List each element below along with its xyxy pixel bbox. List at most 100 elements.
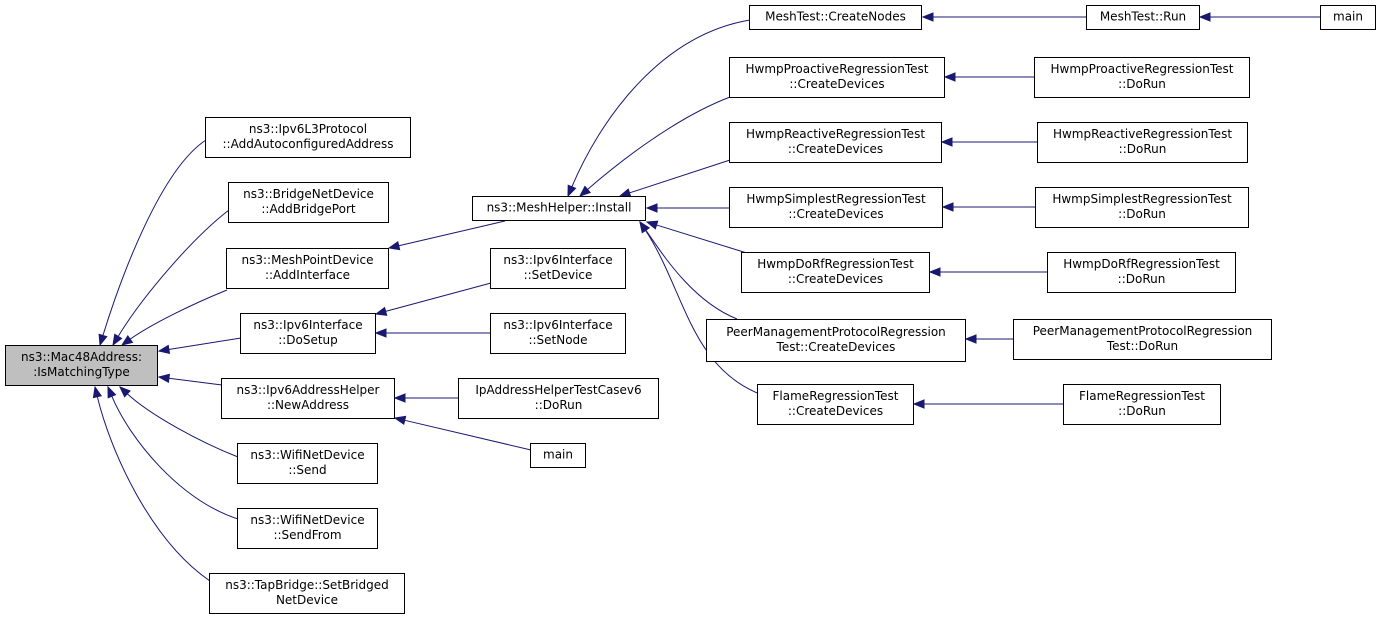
arrowhead-icon — [112, 333, 123, 347]
edge-hwmpreactive-to-meshinstall — [618, 159, 731, 198]
node-peermgmtrun[interactable]: PeerManagementProtocolRegressionTest::Do… — [1013, 319, 1272, 360]
node-label: ::CreateDevices — [789, 77, 884, 91]
edge-ipv6dosetup-to-ismatch — [157, 337, 242, 355]
node-label: Test::CreateDevices — [776, 340, 896, 354]
node-ipv6dosetup[interactable]: ns3::Ipv6Interface::DoSetup — [240, 313, 376, 354]
node-wifisend[interactable]: ns3::WifiNetDevice::Send — [237, 443, 378, 484]
node-ipv6setdevice[interactable]: ns3::Ipv6Interface::SetDevice — [490, 248, 626, 289]
edge-line — [571, 19, 751, 188]
node-peermgmt[interactable]: PeerManagementProtocolRegressionTest::Cr… — [706, 319, 966, 362]
node-hwmpsimplestrun[interactable]: HwmpSimplestRegressionTest::DoRun — [1035, 187, 1249, 228]
node-label: Test::DoRun — [1106, 339, 1178, 353]
node-label: HwmpSimplestRegressionTest — [746, 192, 926, 206]
arrowhead-icon — [567, 184, 577, 198]
node-label: ::DoSetup — [278, 333, 338, 347]
node-meshcreatenodes[interactable]: MeshTest::CreateNodes — [749, 5, 922, 30]
node-hwmpproactive[interactable]: HwmpProactiveRegressionTest::CreateDevic… — [729, 57, 945, 98]
node-label: ::AddAutoconfiguredAddress — [223, 137, 394, 151]
node-hwmpsimplest[interactable]: HwmpSimplestRegressionTest::CreateDevice… — [729, 187, 943, 228]
edge-tapbridge-to-ismatch — [92, 385, 211, 582]
edge-line — [384, 282, 492, 313]
node-label: ::AddInterface — [265, 268, 350, 282]
node-hwmpdorfrun[interactable]: HwmpDoRfRegressionTest::DoRun — [1047, 252, 1236, 293]
node-main1[interactable]: main — [530, 443, 586, 468]
node-label: ns3::MeshPointDevice — [241, 253, 373, 267]
arrowhead-icon — [119, 386, 131, 398]
node-ipv6setnode[interactable]: ns3::Ipv6Interface::SetNode — [490, 313, 626, 354]
edge-meshinstall-to-meshpoint — [387, 220, 506, 251]
node-label: ns3::Ipv6Interface — [253, 318, 362, 332]
node-label: ::CreateDevices — [788, 272, 883, 286]
edge-line — [102, 139, 207, 337]
edge-main2-to-meshrun — [1198, 12, 1321, 22]
edge-line — [117, 209, 230, 338]
arrowhead-icon — [912, 399, 925, 409]
arrowhead-icon — [107, 385, 117, 399]
node-box — [1086, 5, 1200, 30]
node-meshrun[interactable]: MeshTest::Run — [1086, 5, 1200, 30]
node-box — [706, 319, 966, 362]
node-ipaddrtest[interactable]: IpAddressHelperTestCasev6::DoRun — [458, 378, 659, 419]
edge-line — [397, 220, 506, 247]
node-label: ::DoRun — [1118, 77, 1166, 91]
node-box — [1063, 384, 1221, 425]
node-ipv6l3[interactable]: ns3::Ipv6L3Protocol::AddAutoconfiguredAd… — [205, 117, 411, 158]
node-wifisendfrom[interactable]: ns3::WifiNetDevice::SendFrom — [237, 508, 378, 549]
node-label: ns3::MeshHelper::Install — [487, 201, 632, 215]
node-label: HwmpProactiveRegressionTest — [746, 62, 929, 76]
edge-main1-to-addrhelper — [393, 415, 532, 451]
edges-layer — [92, 12, 1321, 582]
node-box — [237, 443, 378, 484]
node-box — [1320, 5, 1376, 30]
node-box — [458, 378, 659, 419]
arrowhead-icon — [393, 415, 407, 426]
node-addrhelper[interactable]: ns3::Ipv6AddressHelper::NewAddress — [221, 378, 395, 419]
node-label: PeerManagementProtocolRegression — [1033, 324, 1253, 338]
node-ismatch[interactable]: ns3::Mac48Address::IsMatchingType — [5, 345, 158, 386]
edge-line — [96, 395, 211, 582]
node-label: ::CreateDevices — [788, 142, 883, 156]
edge-hwmpsimplestrun-to-hwmpsimplest — [941, 202, 1036, 212]
node-box — [205, 117, 411, 158]
node-flamerun[interactable]: FlameRegressionTest::DoRun — [1063, 384, 1221, 425]
node-label: ::SendFrom — [273, 528, 341, 542]
node-box — [757, 384, 914, 425]
arrowhead-icon — [928, 267, 941, 277]
arrowhead-icon — [921, 12, 934, 22]
node-box — [729, 187, 943, 228]
node-label: main — [543, 448, 573, 462]
node-label: ns3::Mac48Address: — [21, 350, 142, 364]
node-box — [749, 5, 922, 30]
node-label: IpAddressHelperTestCasev6 — [475, 383, 641, 397]
arrowhead-icon — [940, 137, 953, 147]
node-label: ns3::Ipv6L3Protocol — [249, 122, 367, 136]
arrowhead-icon — [120, 335, 134, 346]
node-bridgeport[interactable]: ns3::BridgeNetDevice::AddBridgePort — [228, 182, 389, 223]
node-box — [490, 248, 626, 289]
node-label: HwmpReactiveRegressionTest — [746, 127, 925, 141]
node-box — [237, 508, 378, 549]
node-meshpoint[interactable]: ns3::MeshPointDevice::AddInterface — [226, 248, 389, 289]
node-main2[interactable]: main — [1320, 5, 1376, 30]
edge-ipv6setdevice-to-ipv6dosetup — [374, 282, 492, 316]
node-hwmpdorf[interactable]: HwmpDoRfRegressionTest::CreateDevices — [741, 252, 930, 293]
edge-peermgmtrun-to-peermgmt — [964, 334, 1014, 344]
node-box — [729, 122, 942, 163]
node-box — [729, 57, 945, 98]
node-meshinstall[interactable]: ns3::MeshHelper::Install — [472, 196, 646, 221]
node-box — [1035, 187, 1249, 228]
node-hwmpreactive[interactable]: HwmpReactiveRegressionTest::CreateDevice… — [729, 122, 942, 163]
node-box — [228, 182, 389, 223]
node-label: FlameRegressionTest — [1079, 389, 1205, 403]
edge-line — [110, 395, 239, 520]
node-hwmpproactiverun[interactable]: HwmpProactiveRegressionTest::DoRun — [1034, 57, 1250, 98]
node-flame[interactable]: FlameRegressionTest::CreateDevices — [757, 384, 914, 425]
node-label: ::SetNode — [528, 333, 587, 347]
node-box — [1047, 252, 1236, 293]
arrowhead-icon — [618, 188, 632, 198]
arrowhead-icon — [943, 72, 956, 82]
edge-line — [644, 229, 738, 320]
node-label: ::CreateDevices — [788, 404, 883, 418]
node-hwmpreactiverun[interactable]: HwmpReactiveRegressionTest::DoRun — [1037, 122, 1248, 163]
